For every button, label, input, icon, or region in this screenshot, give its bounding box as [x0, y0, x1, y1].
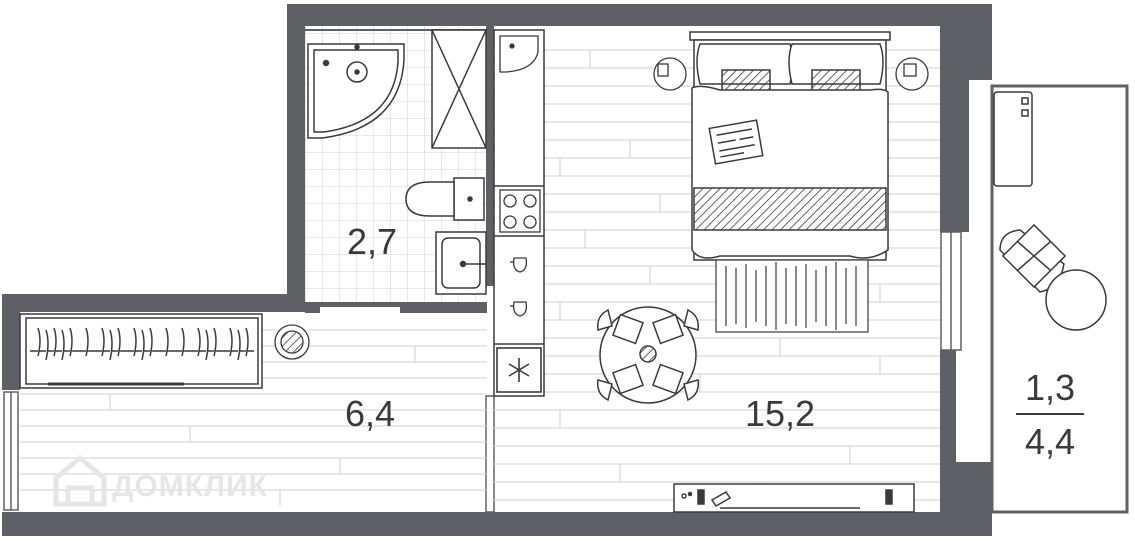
nightstand-lamp-icon [653, 57, 929, 91]
fridge-icon [496, 347, 542, 393]
tv-stand-icon [673, 483, 915, 513]
kettle-icon [510, 257, 528, 317]
armchair-icon [999, 223, 1107, 331]
plant-icon [274, 324, 310, 360]
hall-area-label: 6,4 [345, 393, 395, 434]
balcony-area-bottom-label: 4,4 [1025, 421, 1075, 462]
living-area-label: 15,2 [745, 393, 815, 434]
bed-icon [689, 31, 891, 261]
towel-dryer-icon [431, 29, 487, 149]
bathroom-area-label: 2,7 [347, 221, 397, 262]
watermark-text: ДОМКЛИК [112, 470, 268, 503]
book-icon [708, 119, 764, 165]
rug-icon [715, 259, 869, 333]
cabinet-icon [993, 91, 1033, 187]
sink-icon [435, 231, 487, 295]
wardrobe-icon [19, 313, 263, 389]
balcony-area-top-label: 1,3 [1025, 367, 1075, 408]
windows [3, 231, 962, 513]
toilet-icon [405, 177, 485, 221]
sink-icon [499, 35, 539, 73]
walls [2, 4, 992, 536]
house-logo-icon [53, 454, 107, 507]
dining-table-icon [596, 306, 700, 404]
watermark: ДОМКЛИК [53, 454, 268, 507]
shower-icon [307, 43, 405, 139]
stove-icon [499, 189, 541, 233]
